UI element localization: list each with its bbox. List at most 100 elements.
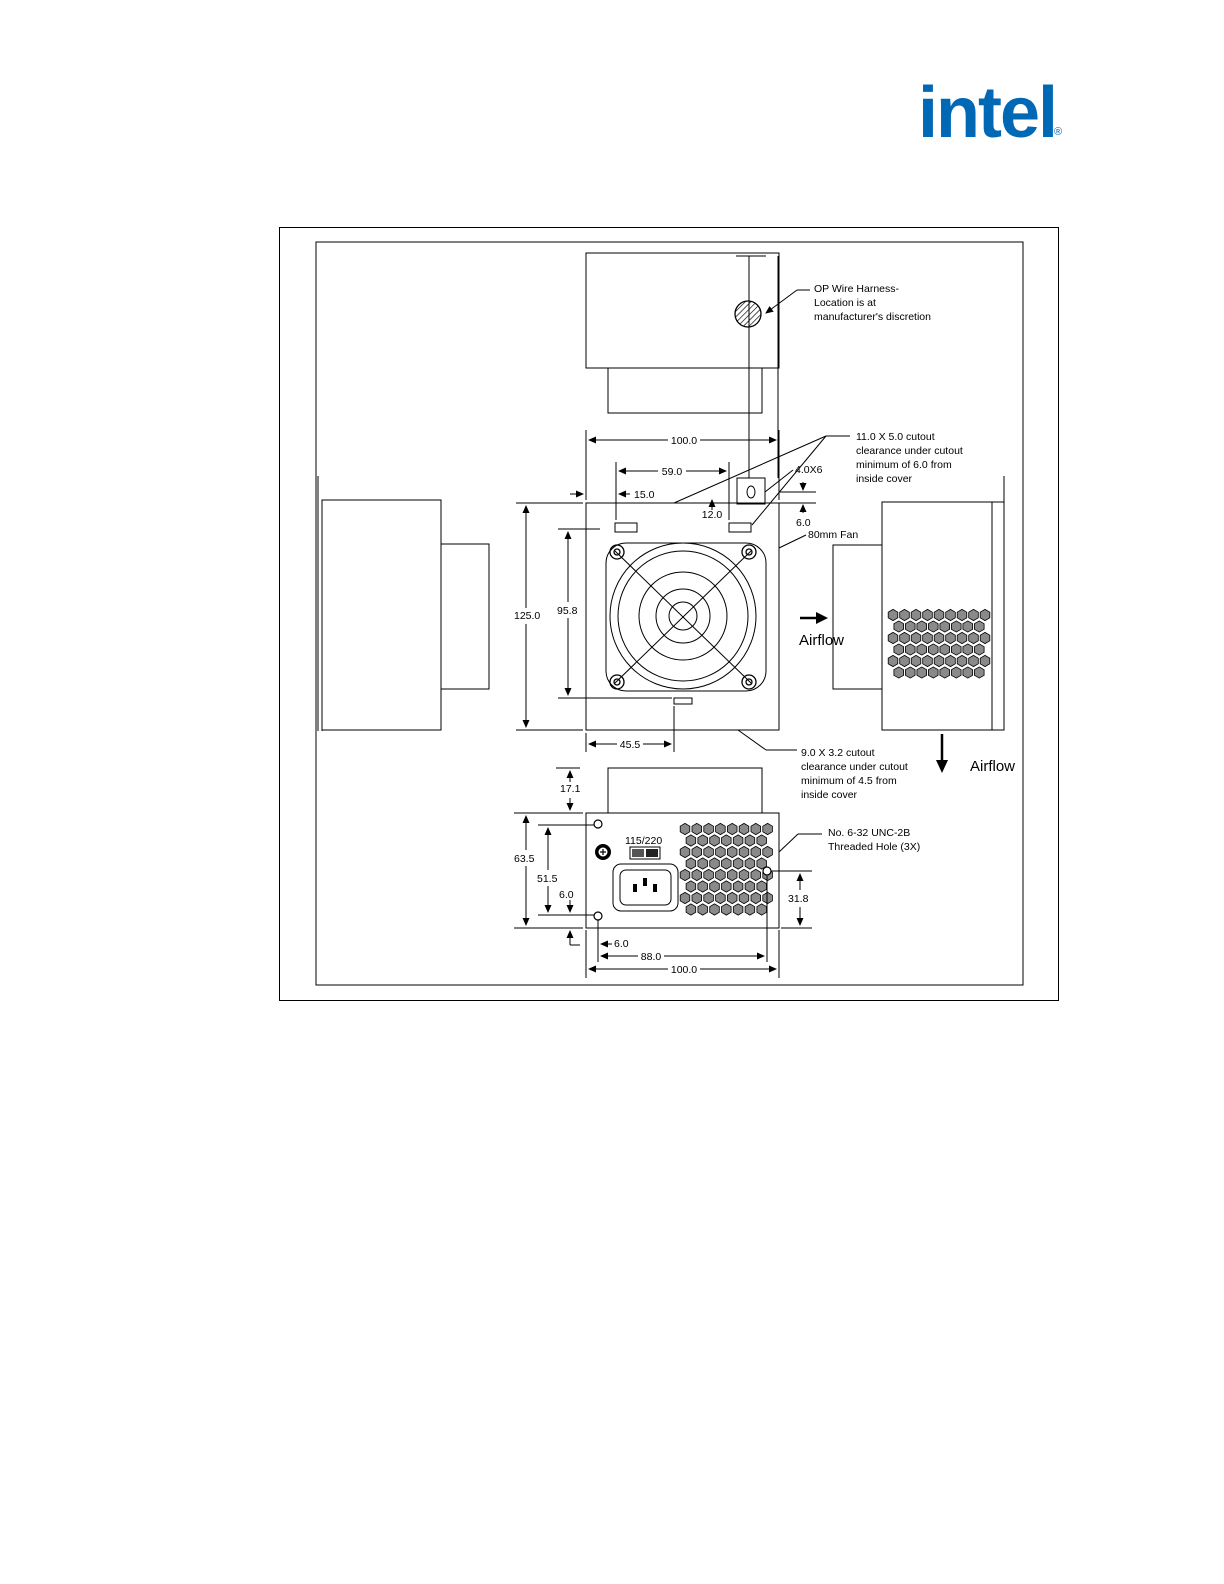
dim-rear-hole-width: 88.0 — [641, 951, 662, 963]
vent-hole — [697, 857, 708, 870]
dim-height: 125.0 — [514, 610, 540, 622]
vent-hole — [685, 834, 697, 847]
vent-hole — [732, 857, 744, 870]
vent-hole — [899, 654, 910, 668]
vent-hole — [945, 654, 956, 668]
bottom-cutout-callout-line2: clearance under cutout — [801, 761, 908, 773]
vent-hole — [715, 845, 726, 859]
vent-hole — [679, 891, 691, 905]
vent-hole — [933, 631, 945, 645]
vent-hole — [928, 620, 939, 633]
vent-hole — [744, 880, 756, 893]
vent-hole — [956, 654, 968, 668]
threaded-hole-callout-line2: Threaded Hole (3X) — [828, 841, 920, 853]
voltage-switch-label: 115/220 — [625, 835, 662, 847]
dim-bottom-offset: 45.5 — [620, 739, 641, 751]
vent-hole — [715, 868, 726, 882]
vent-hole — [679, 845, 691, 859]
vent-hole — [762, 845, 773, 859]
vent-hole — [893, 666, 904, 679]
dim-rear-hole-span: 51.5 — [537, 873, 558, 885]
vent-hole — [922, 654, 933, 668]
vent-hole — [974, 643, 985, 656]
vent-hole — [685, 880, 697, 893]
vent-hole — [922, 631, 933, 645]
vent-hole — [727, 822, 738, 836]
vent-hole — [691, 891, 702, 905]
top-cutout-callout-line1: 11.0 X 5.0 cutout — [856, 431, 935, 443]
right-side-view — [832, 476, 1005, 731]
vent-hole — [732, 834, 744, 847]
side-vent-hex-grid — [887, 608, 991, 679]
vent-hole — [968, 608, 979, 622]
vent-hole — [962, 643, 973, 656]
vent-hole — [905, 620, 916, 633]
airflow-label-right: Airflow — [799, 632, 844, 649]
bottom-cutout-callout-line3: minimum of 4.5 from — [801, 775, 897, 787]
voltage-switch-icon — [629, 846, 661, 860]
vent-hole — [732, 880, 744, 893]
bottom-cutout-callout-line4: inside cover — [801, 789, 858, 801]
vent-hole — [738, 868, 750, 882]
vent-hole — [928, 643, 939, 656]
vent-hole — [679, 822, 691, 836]
vent-hole — [916, 620, 927, 633]
vent-hole — [899, 608, 910, 622]
vent-hole — [910, 654, 922, 668]
vent-hole — [968, 654, 979, 668]
vent-hole — [887, 654, 899, 668]
vent-hole — [721, 903, 732, 916]
vent-hole — [939, 620, 950, 633]
top-cutout-callout-line4: inside cover — [856, 473, 913, 485]
vent-hole — [750, 868, 761, 882]
dim-left-offset: 15.0 — [634, 489, 655, 501]
dim-top-offset: 12.0 — [702, 509, 723, 521]
vent-hole — [933, 608, 945, 622]
vent-hole — [715, 891, 726, 905]
vent-hole — [910, 631, 922, 645]
intel-logo: intel ® — [918, 77, 1068, 149]
vent-hole — [703, 822, 714, 836]
dim-fan-span: 59.0 — [662, 466, 683, 478]
dim-rear-width: 100.0 — [671, 964, 697, 976]
left-side-view — [317, 476, 490, 731]
vent-hole — [922, 608, 933, 622]
vent-hole — [893, 643, 904, 656]
bottom-cutout-callout-line1: 9.0 X 3.2 cutout — [801, 747, 875, 759]
vent-hole — [979, 608, 991, 622]
wire-harness-callout-line1: OP Wire Harness- — [814, 283, 899, 295]
dim-fan-height: 95.8 — [557, 605, 578, 617]
vent-hole — [738, 822, 750, 836]
figure-frame — [279, 227, 1059, 1001]
vent-hole — [899, 631, 910, 645]
vent-hole — [756, 880, 767, 893]
vent-hole — [703, 845, 714, 859]
vent-hole — [691, 845, 702, 859]
iec-power-inlet-icon — [633, 878, 657, 892]
vent-hole — [721, 834, 732, 847]
vent-hole — [750, 822, 761, 836]
vent-hole — [727, 891, 738, 905]
dim-hole-offset: 6.0 — [796, 517, 811, 529]
wire-harness-callout-line3: manufacturer's discretion — [814, 311, 931, 323]
vent-hole — [685, 857, 697, 870]
top-cutout-callout-line3: minimum of 6.0 from — [856, 459, 952, 471]
vent-hole — [756, 857, 767, 870]
vent-hole — [750, 891, 761, 905]
vent-hole — [685, 903, 697, 916]
vent-hole — [933, 654, 945, 668]
vent-hole — [721, 880, 732, 893]
vent-hole — [956, 631, 968, 645]
vent-hole — [750, 845, 761, 859]
drawing-inner-frame — [315, 241, 1024, 986]
vent-hole — [697, 880, 708, 893]
vent-hole — [703, 868, 714, 882]
vent-hole — [893, 620, 904, 633]
vent-hole — [744, 857, 756, 870]
vent-hole — [709, 880, 720, 893]
vent-hole — [979, 654, 991, 668]
vent-hole — [945, 608, 956, 622]
vent-hole — [756, 903, 767, 916]
vent-hole — [951, 620, 962, 633]
